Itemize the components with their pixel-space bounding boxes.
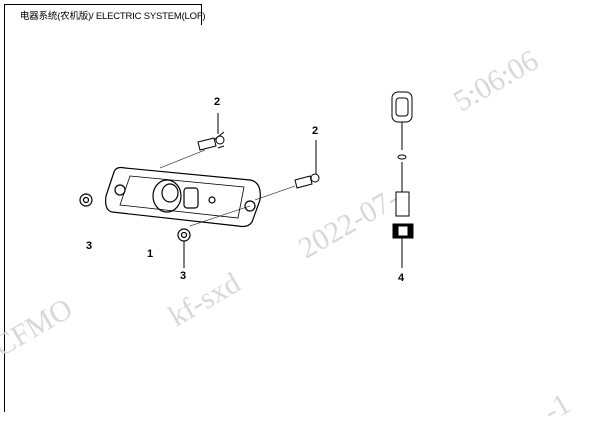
callout-2-screw: 2 (214, 96, 221, 108)
frame-title-divider (201, 4, 202, 25)
callout-4-socket: 4 (398, 272, 405, 284)
leader-lines (183, 113, 403, 268)
callout-3-nut: 3 (180, 270, 187, 282)
lamp-assembly (105, 166, 261, 228)
diagram-title: 电器系统(农机版)/ ELECTRIC SYSTEM(LOF) (20, 11, 206, 22)
callout-3-nut: 3 (86, 240, 93, 252)
screw-parts (159, 131, 320, 227)
callout-1-lamp: 1 (147, 248, 154, 260)
bulb-socket (391, 91, 414, 239)
frame-border-top (4, 4, 202, 5)
frame-border-left (4, 4, 5, 412)
callout-2-screw: 2 (312, 125, 319, 137)
parts-drawing (79, 91, 414, 268)
nut-parts (79, 193, 191, 242)
